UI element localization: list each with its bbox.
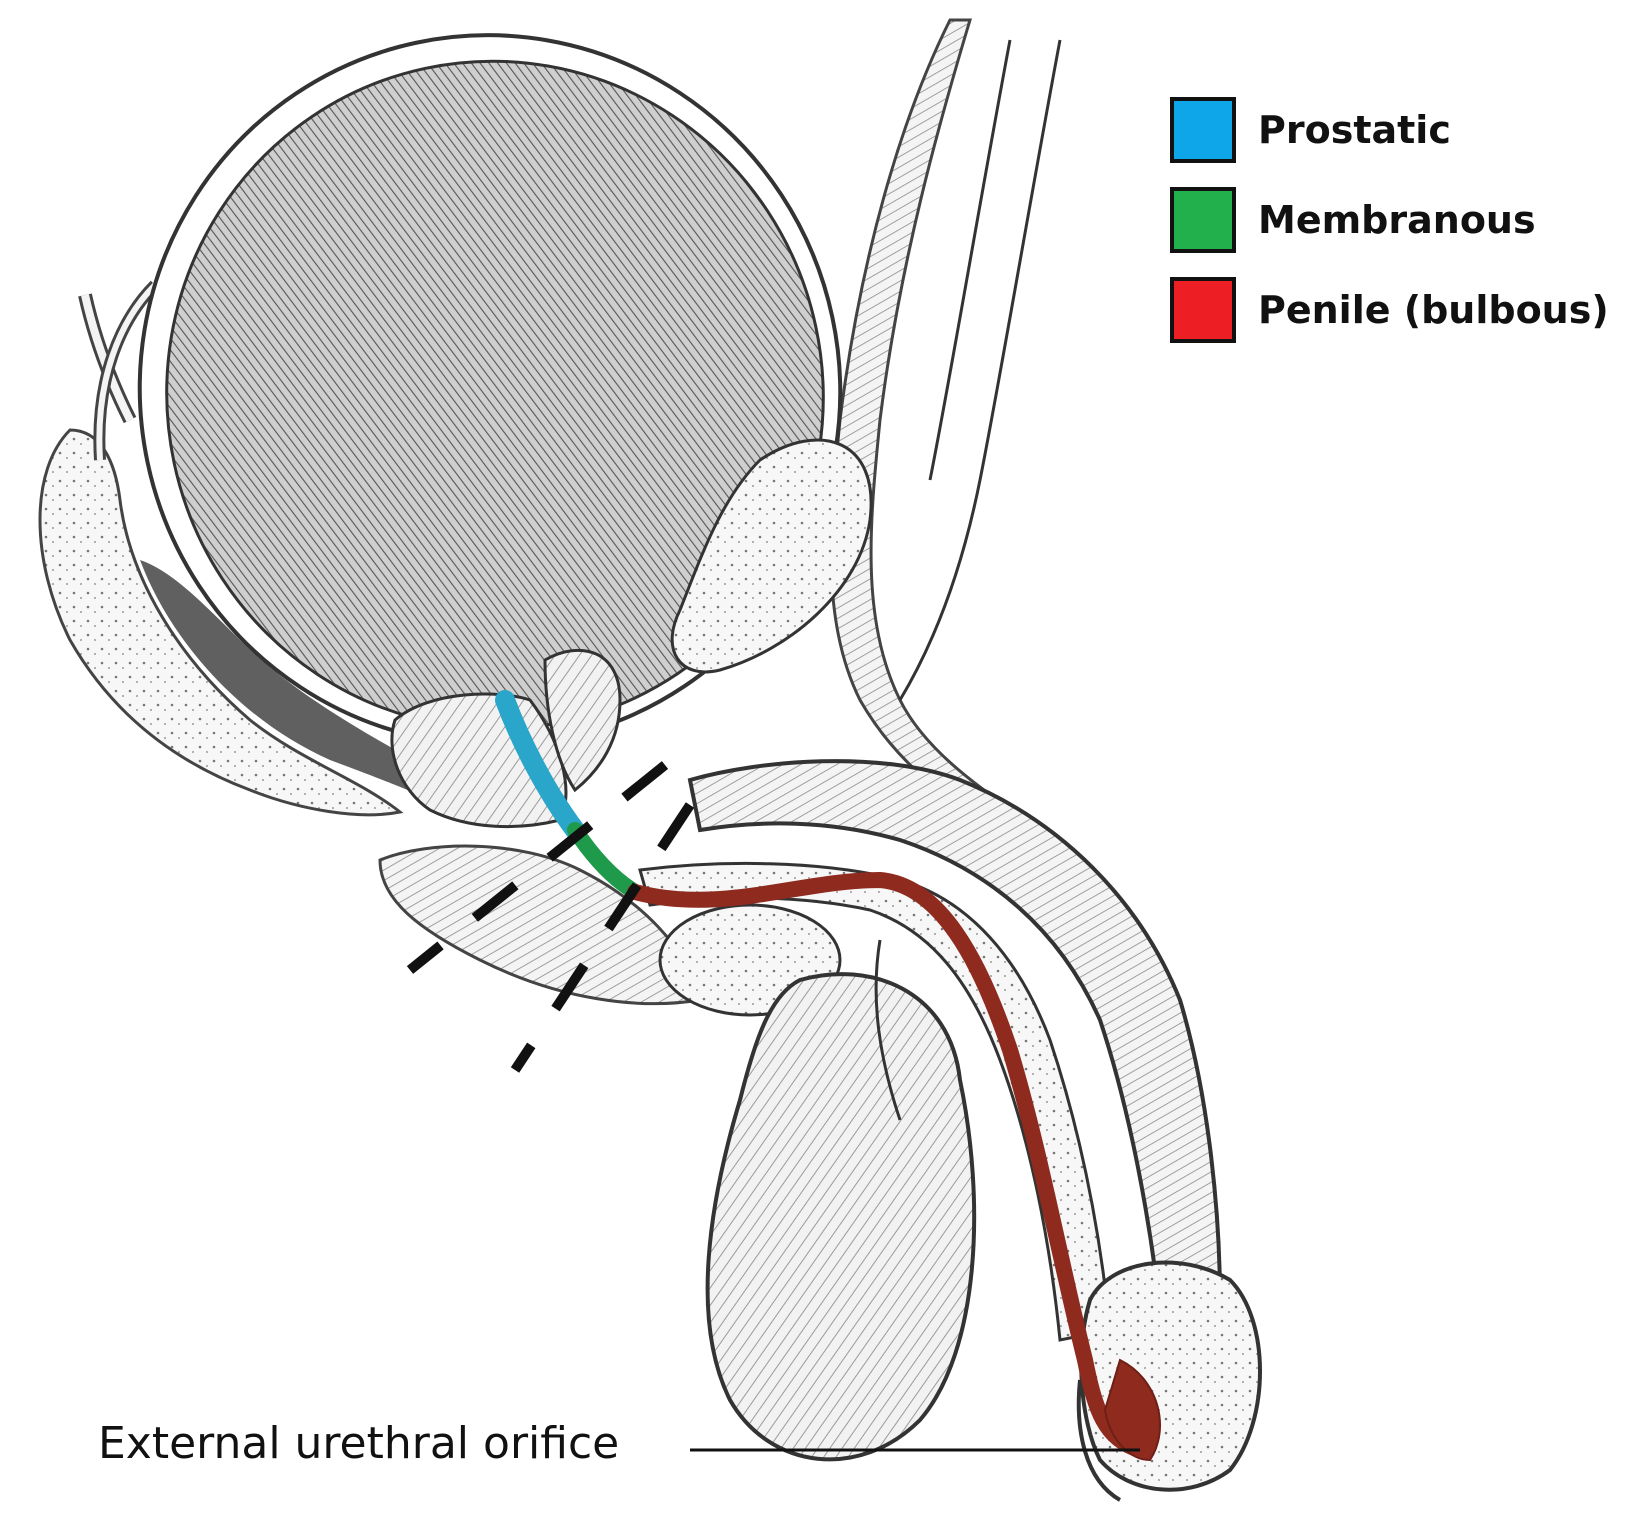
legend-item-penile: Penile (bulbous) <box>1170 275 1609 345</box>
legend-swatch-membranous <box>1170 187 1236 253</box>
scrotum <box>705 972 977 1462</box>
abdominal-wall-mid <box>928 39 1012 481</box>
legend-swatch-prostatic <box>1170 97 1236 163</box>
legend-label-penile: Penile (bulbous) <box>1258 288 1609 332</box>
seminal-vesicle <box>38 428 404 817</box>
legend-item-membranous: Membranous <box>1170 185 1609 255</box>
legend-item-prostatic: Prostatic <box>1170 95 1609 165</box>
scrotal-septum <box>874 939 902 1121</box>
glans-penis <box>1079 1260 1262 1492</box>
legend-label-membranous: Membranous <box>1258 198 1536 242</box>
pubic-symphysis <box>670 438 873 674</box>
penile-urethra <box>627 871 1148 1458</box>
abdominal-wall-outer <box>898 39 1062 701</box>
prostatic-urethra <box>495 690 585 840</box>
legend-swatch-penile <box>1170 277 1236 343</box>
prostate-anterior <box>543 648 622 793</box>
rectum-shadow <box>140 560 430 800</box>
ureter-tube-inner <box>96 282 158 461</box>
external-urethral-orifice-label: External urethral orifice <box>98 1418 620 1469</box>
vas-deferens-tube-inner <box>81 294 134 422</box>
abdominal-wall <box>829 18 1043 842</box>
legend-label-prostatic: Prostatic <box>1258 108 1451 152</box>
legend: Prostatic Membranous Penile (bulbous) <box>1170 95 1609 365</box>
fossa-navicularis <box>1103 1358 1161 1462</box>
